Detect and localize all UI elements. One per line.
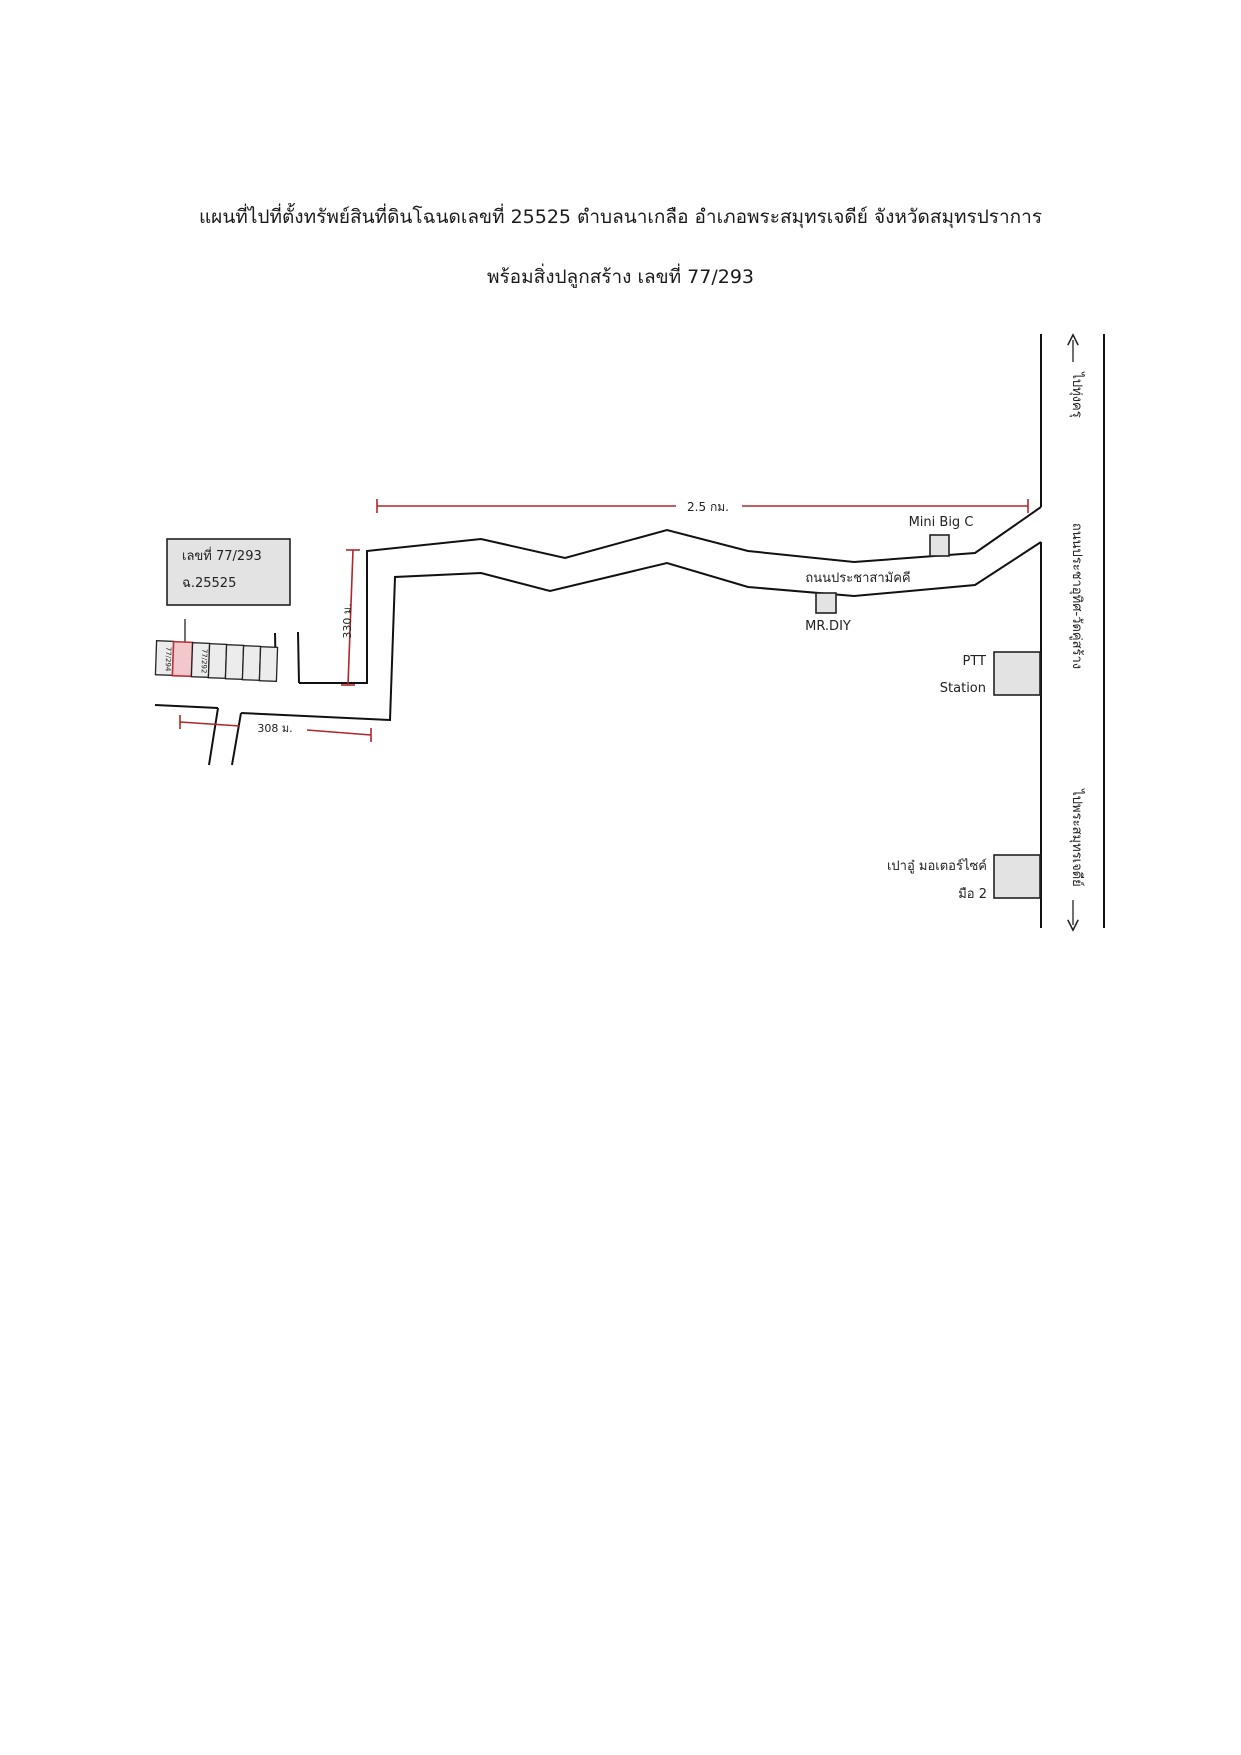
property-house-no: เลขที่ 77/293 (182, 547, 262, 564)
distance-vertical-label: 330 ม. (341, 603, 354, 638)
map-title: แผนที่ไปที่ตั้งทรัพย์สินที่ดินโฉนดเลขที่… (198, 206, 1043, 228)
secondary-road-name: ถนนประชาสามัคคี (805, 570, 910, 586)
mini-big-c-label: Mini Big C (909, 515, 974, 530)
unit-left-label: 77/294 (164, 647, 173, 672)
mr-diy-marker (815, 592, 837, 614)
unit-6 (241, 645, 262, 681)
cross-road-west-edge (208, 707, 219, 766)
unit-target-label: 77/292 (200, 649, 209, 674)
ptt-label-line2: Station (940, 681, 986, 696)
distance-main-label: 2.5 กม. (687, 500, 729, 514)
dimension-main (376, 499, 1029, 513)
mr-diy-label: MR.DIY (805, 619, 851, 634)
unit-highlight-target (171, 640, 194, 678)
direction-south-label: ไปพระสมุทรเจดีย์ (1069, 788, 1085, 887)
property-deed-no: ฉ.25525 (182, 576, 236, 591)
dimension-bottom (179, 715, 372, 742)
direction-north-label: ไปทุ่งครุ (1069, 371, 1085, 417)
unit-4 (207, 643, 228, 679)
shop-label-line2: มือ 2 (958, 886, 987, 902)
motorcycle-shop-marker (993, 854, 1041, 899)
secondary-road-north-edge (299, 506, 1042, 684)
ptt-label-line1: PTT (963, 654, 987, 669)
dimension-vertical (341, 549, 360, 686)
cross-road-east-edge (231, 712, 242, 766)
secondary-road-south-edge (240, 541, 1042, 722)
cross-road-north-edge (154, 704, 219, 709)
soi-stub (297, 631, 300, 684)
ptt-station-marker (993, 651, 1041, 696)
map-subtitle: พร้อมสิ่งปลูกสร้าง เลขที่ 77/293 (486, 266, 755, 288)
distance-bottom-label: 308 ม. (257, 722, 292, 735)
property-info-box (166, 538, 291, 606)
shop-label-line1: เปาอู๋ มอเตอร์ไซค์ (887, 858, 987, 874)
unit-5 (224, 644, 245, 680)
unit-7 (258, 646, 279, 682)
main-road-name: ถนนประชาอุทิศ-วัดคู่สร้าง (1069, 523, 1084, 669)
townhouse-row (154, 640, 279, 682)
mini-big-c-marker (929, 534, 950, 557)
